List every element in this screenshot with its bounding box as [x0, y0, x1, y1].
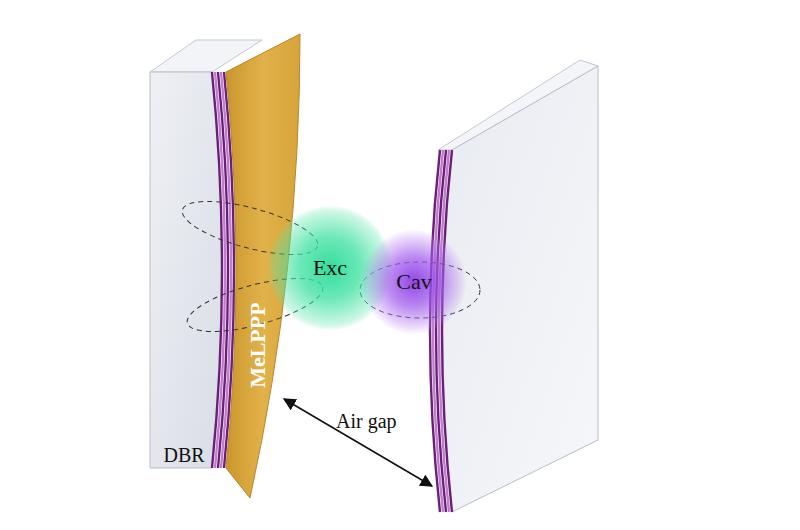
cavity-glow: Cav [362, 230, 466, 334]
gap-label: Air gap [336, 410, 397, 432]
mode-lobes [177, 191, 480, 343]
air-gap-arrow [284, 399, 432, 486]
mirror-label: DBR [163, 444, 204, 466]
layer-label: MeLPPP [246, 302, 270, 388]
node-text: Cav [396, 270, 431, 294]
node-text: Exc [313, 256, 347, 280]
